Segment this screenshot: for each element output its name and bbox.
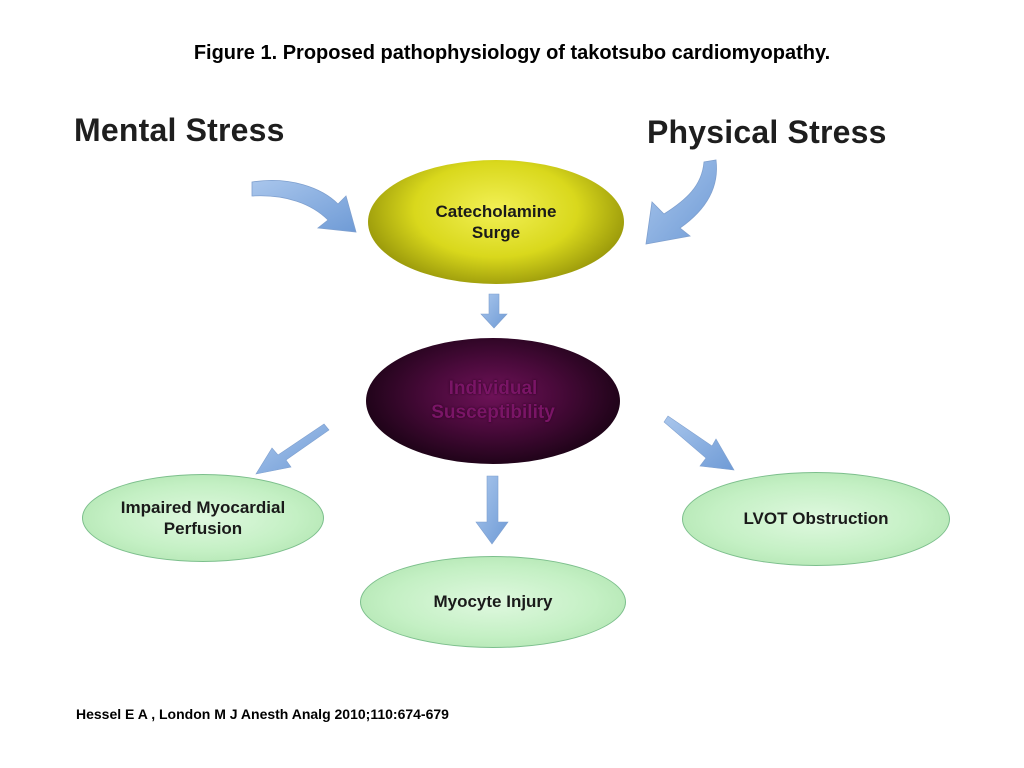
- lvot-obstruction-node: LVOT Obstruction: [682, 472, 950, 566]
- arrow-to-lvot: [663, 415, 735, 471]
- physical-stress-arrow: [645, 159, 717, 245]
- susceptibility-line-2: Susceptibility: [431, 402, 555, 423]
- impaired-line-2: Perfusion: [163, 519, 243, 538]
- susceptibility-line-1: Individual: [448, 378, 538, 400]
- down-arrow-surge: [480, 293, 508, 329]
- lvot-line-1: LVOT Obstruction: [743, 509, 889, 529]
- catecholamine-line-2: Surge: [471, 223, 521, 242]
- catecholamine-line-1: Catecholamine: [435, 201, 557, 221]
- impaired-perfusion-node: Impaired Myocardial Perfusion: [82, 474, 324, 562]
- myocyte-line-1: Myocyte Injury: [433, 592, 553, 612]
- myocyte-injury-node: Myocyte Injury: [360, 556, 626, 648]
- physical-stress-label: Physical Stress: [647, 114, 887, 150]
- mental-stress-arrow: [251, 180, 357, 233]
- arrow-to-impaired: [255, 423, 330, 475]
- individual-susceptibility-node: Individual Susceptibility: [366, 338, 620, 464]
- figure-title: Figure 1. Proposed pathophysiology of ta…: [193, 42, 831, 64]
- citation: Hessel E A , London M J Anesth Analg 201…: [76, 706, 449, 722]
- mental-stress-label: Mental Stress: [74, 112, 285, 148]
- arrow-to-myocyte: [475, 475, 509, 545]
- impaired-line-1: Impaired Myocardial: [120, 497, 286, 517]
- catecholamine-surge-node: Catecholamine Surge: [368, 160, 624, 284]
